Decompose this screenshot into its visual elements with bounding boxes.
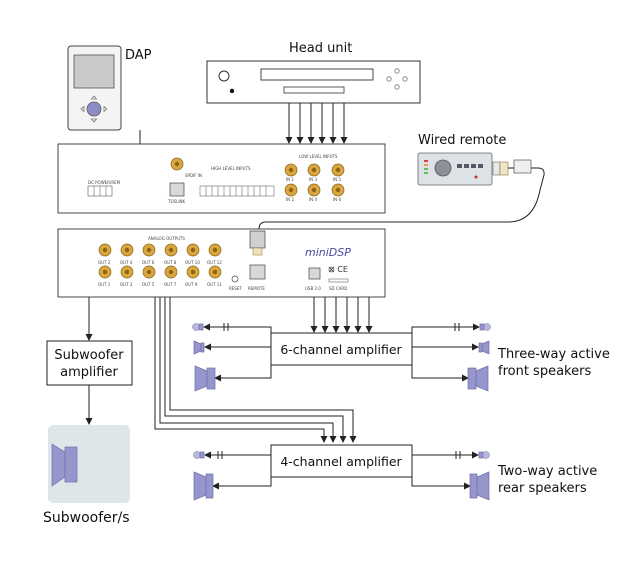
front-right-speakers-icon: [467, 323, 491, 392]
head-unit-label: Head unit: [289, 41, 352, 56]
four-channel-amplifier-box: [270, 444, 413, 478]
compliance-marks-icon: ⊠ CE: [328, 265, 348, 274]
head-unit-wires: [285, 103, 348, 144]
remote-plug-icon: [513, 159, 532, 174]
output-label: OUT 9: [185, 282, 198, 287]
front-right-speaker-wires: [411, 323, 480, 382]
spdif-jack: [170, 157, 184, 171]
wired-remote: [417, 152, 532, 186]
analog-outputs-label: ANALOG OUTPUTS: [148, 236, 185, 241]
volume-knob-icon: [218, 70, 230, 82]
input-label: IN 1: [286, 177, 294, 182]
subwoofer-amplifier-label: Subwoofer: [54, 348, 124, 363]
remote-port-icon: [249, 264, 266, 280]
rear-speakers-label: Two-way active: [497, 464, 597, 479]
input-label: IN 6: [333, 197, 341, 202]
output-label: OUT 7: [164, 282, 177, 287]
front-speakers-label: Three-way active: [497, 347, 610, 362]
rear-speakers-label: rear speakers: [498, 481, 587, 496]
head-unit: [206, 60, 421, 104]
usb-port-icon: [308, 267, 321, 280]
output-label: OUT 12: [207, 260, 222, 265]
dap-device: [67, 45, 122, 131]
high-level-inputs-label: HIGH LEVEL INPUTS: [211, 166, 251, 171]
brand-logo: miniDSP: [305, 246, 351, 259]
remote-knob-icon: [434, 159, 452, 177]
output-bundle-wires: [154, 297, 357, 443]
input-label: IN 5: [333, 177, 341, 182]
output-label: OUT 8: [164, 260, 177, 265]
six-channel-amplifier-box: [270, 332, 413, 366]
rear-left-speaker-wires: [204, 451, 272, 490]
dap-wheel-icon: [86, 101, 102, 117]
spdif-label: SPDIF IN: [185, 173, 202, 178]
input-label: IN 2: [286, 197, 294, 202]
output-panel: ANALOG OUTPUTS OUT 2 OUT 4 OUT 6 OUT 8 O…: [57, 228, 386, 298]
subwoofer-speaker-icon: [51, 443, 78, 487]
sd-card-slot-icon: [328, 278, 349, 283]
input-label: IN 4: [309, 197, 317, 202]
toslink-label: TOSLINK: [167, 199, 186, 204]
reset-button-icon: [231, 275, 239, 283]
four-channel-amplifier-label: 4-channel amplifier: [280, 454, 402, 469]
subwoofer-amplifier-label: amplifier: [60, 365, 118, 380]
reset-label: RESET: [229, 286, 242, 291]
subwoofers-label: Subwoofer/s: [43, 510, 130, 526]
output-label: OUT 10: [185, 260, 200, 265]
output-label: OUT 5: [142, 282, 155, 287]
low-level-inputs-label: LOW LEVEL INPUTS: [299, 154, 338, 159]
input-label: IN 3: [309, 177, 317, 182]
output-label: OUT 3: [120, 282, 133, 287]
rear-right-speaker-wires: [411, 451, 479, 490]
remote-port-label: REMOTE: [248, 286, 265, 291]
subwoofer-amplifier-box: [46, 340, 133, 386]
input-panel: DC POWER/REM SPDIF IN TOSLINK HIGH LEVEL…: [57, 143, 386, 214]
rear-right-speakers-icon: [469, 451, 490, 501]
wired-remote-label: Wired remote: [418, 133, 506, 148]
dap-label: DAP: [125, 48, 152, 63]
toslink-port-icon: [169, 182, 185, 197]
six-channel-feed-wires: [310, 297, 373, 333]
rear-left-speakers-icon: [193, 451, 214, 501]
front-speakers-label: front speakers: [498, 364, 591, 379]
sd-card-label: SD CARD: [329, 286, 347, 291]
remote-cable: [258, 167, 545, 231]
output-label: OUT 2: [98, 260, 111, 265]
output-label: OUT 4: [120, 260, 133, 265]
front-left-speaker-wires: [203, 323, 272, 382]
output-label: OUT 6: [142, 260, 155, 265]
usb-label: USB 2.0: [305, 286, 321, 291]
output-label: OUT 11: [207, 282, 222, 287]
output-label: OUT 1: [98, 282, 111, 287]
front-left-speakers-icon: [192, 323, 216, 392]
six-channel-amplifier-label: 6-channel amplifier: [280, 342, 402, 357]
dc-power-label: DC POWER/REM: [88, 180, 121, 185]
subwoofer-enclosure: [48, 425, 130, 503]
